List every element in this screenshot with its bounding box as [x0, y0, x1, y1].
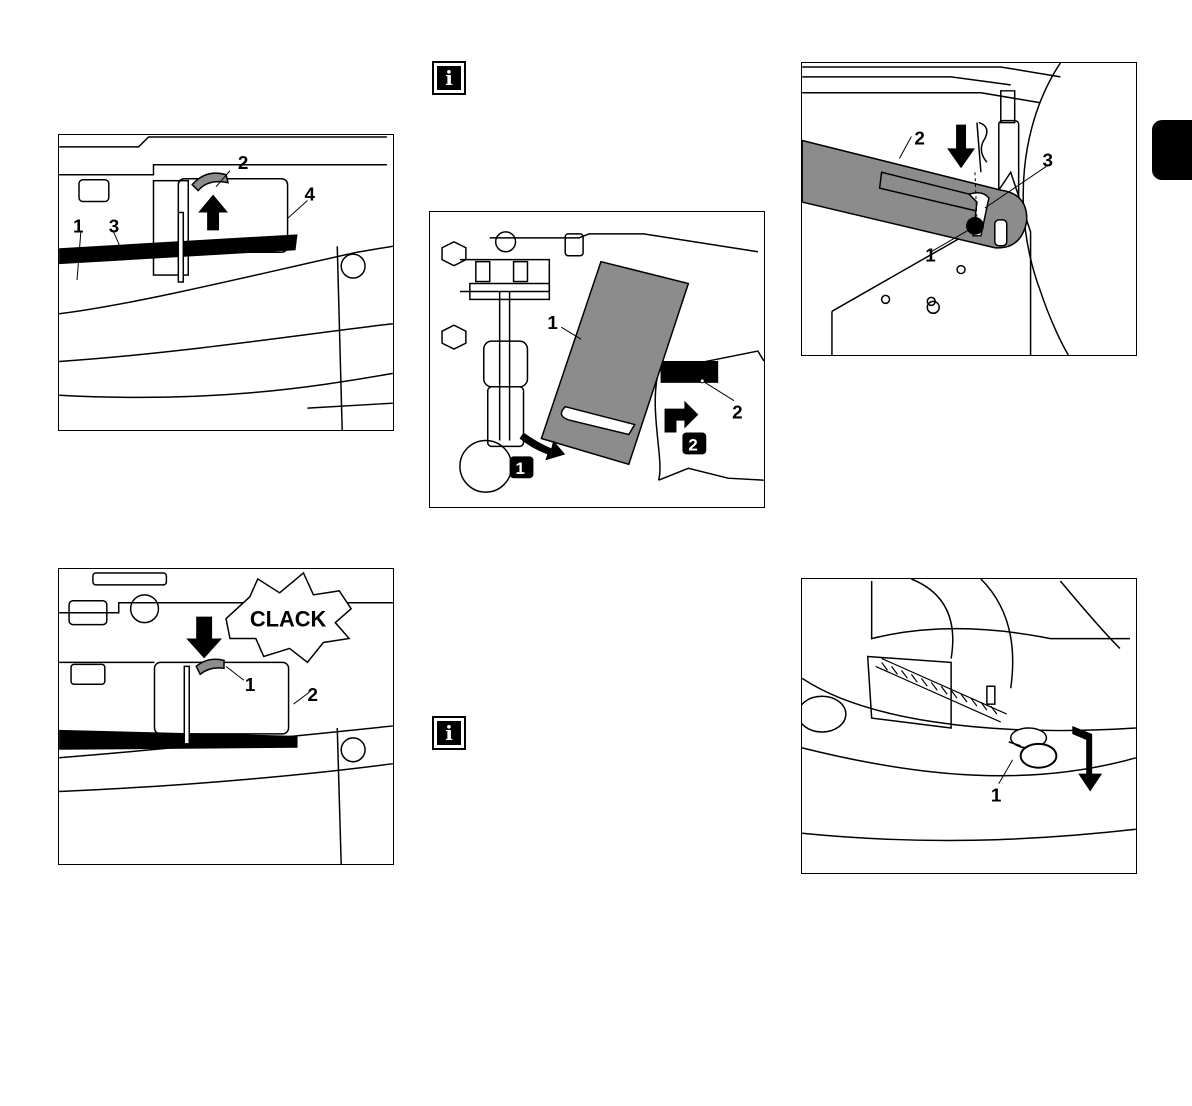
figure-blade-lever-engage-svg: CLACK 1 2 [59, 569, 393, 864]
label-2: 2 [238, 152, 249, 173]
info-icon: i [432, 61, 466, 95]
figure-bar-pin-install: 1 2 3 [801, 62, 1137, 356]
step-badge-1-text: 1 [516, 459, 525, 478]
label-1: 1 [73, 215, 84, 236]
label-1: 1 [547, 312, 558, 333]
label-1: 1 [245, 674, 256, 695]
label-4: 4 [304, 184, 315, 205]
info-icon-glyph: i [437, 66, 461, 90]
arrow-down-icon [186, 617, 222, 659]
arrow-up-icon [198, 195, 228, 231]
arrow-down-icon [947, 125, 975, 169]
figure-blade-lever-raise: 1 2 3 4 [58, 134, 394, 431]
label-3: 3 [109, 215, 120, 236]
label-2: 2 [307, 684, 318, 705]
bent-arrow-down-icon [1072, 726, 1102, 792]
figure-spring-hook: 1 [801, 578, 1137, 874]
figure-cover-install: 1 2 1 2 [429, 211, 765, 508]
figure-cover-install-svg: 1 2 1 2 [430, 212, 764, 507]
info-icon: i [432, 716, 466, 750]
arrow-right-icon [665, 401, 699, 433]
clack-text: CLACK [250, 607, 327, 632]
figure-spring-hook-svg: 1 [802, 579, 1136, 873]
section-tab [1152, 120, 1192, 180]
figure-blade-lever-raise-svg: 1 2 3 4 [59, 135, 393, 430]
figure-bar-pin-install-svg: 1 2 3 [802, 63, 1136, 355]
label-3: 3 [1042, 149, 1053, 170]
label-1: 1 [925, 245, 936, 266]
label-1: 1 [991, 784, 1002, 805]
figure-blade-lever-engage: CLACK 1 2 [58, 568, 394, 865]
info-icon-glyph: i [437, 721, 461, 745]
label-2: 2 [914, 127, 925, 148]
step-badge-2-text: 2 [688, 435, 697, 454]
label-2: 2 [732, 402, 743, 423]
